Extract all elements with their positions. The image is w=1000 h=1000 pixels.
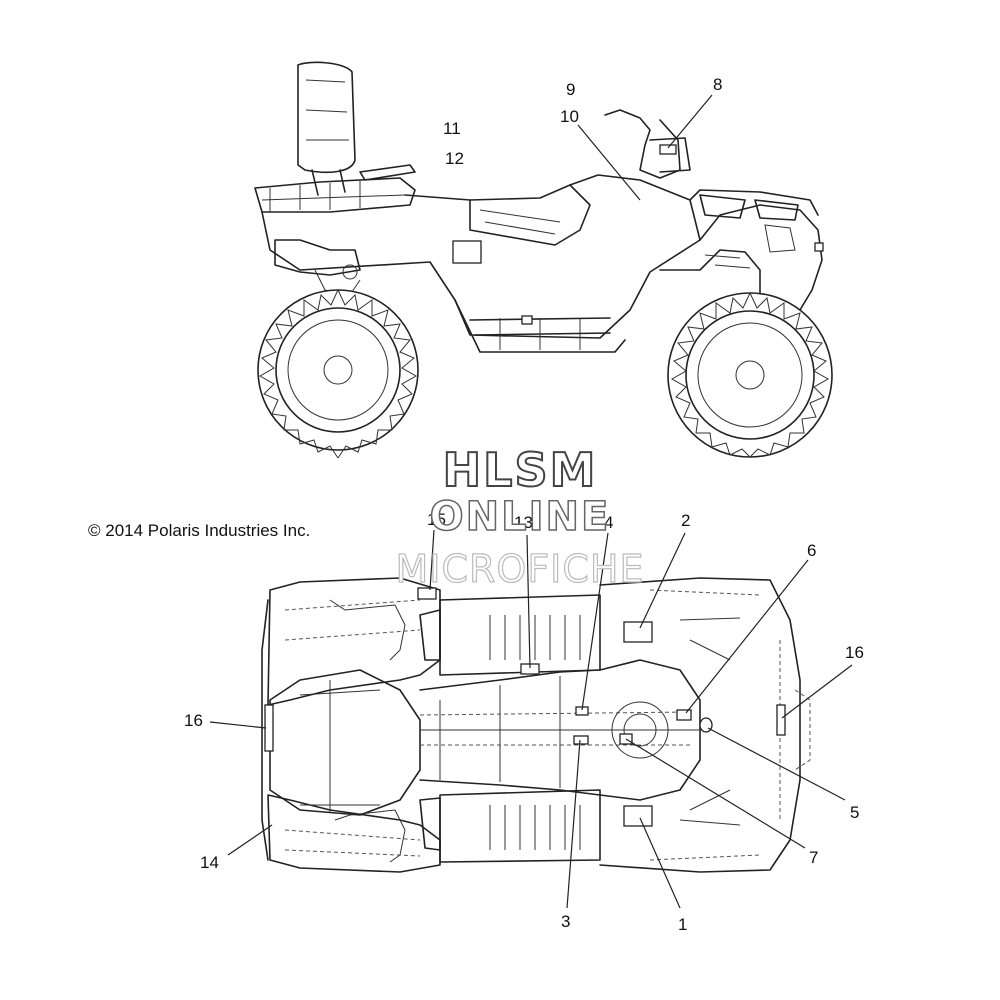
watermark-online: ONLINE — [430, 494, 611, 540]
callout-16-left: 16 — [184, 711, 203, 730]
callout-4: 4 — [604, 513, 613, 532]
callout-14: 14 — [200, 853, 219, 872]
callout-5: 5 — [850, 803, 859, 822]
callout-10: 10 — [560, 107, 579, 126]
callout-2: 2 — [681, 511, 690, 530]
callout-16-right: 16 — [845, 643, 864, 662]
callout-6: 6 — [807, 541, 816, 560]
callouts: 8 9 10 11 12 15 13 4 2 6 16 16 5 7 14 3 … — [184, 75, 864, 934]
callout-11: 11 — [443, 119, 461, 138]
decal-5 — [699, 717, 713, 733]
leader-lines — [209, 94, 853, 909]
atv-top-view — [261, 577, 811, 873]
decal-2 — [623, 621, 653, 643]
decal-1 — [623, 805, 653, 827]
callout-3: 3 — [561, 912, 570, 931]
callout-15: 15 — [427, 510, 446, 529]
watermark-hlsm: HLSM — [443, 443, 598, 497]
copyright-notice: © 2014 Polaris Industries Inc. — [88, 521, 310, 540]
callout-7: 7 — [809, 848, 818, 867]
decal-3 — [573, 735, 589, 745]
callout-9: 9 — [566, 80, 575, 99]
watermark-microfiche: MICROFICHE — [395, 547, 644, 591]
callout-12: 12 — [445, 149, 464, 168]
decal-6 — [676, 709, 692, 721]
watermark: HLSM ONLINE MICROFICHE — [395, 442, 644, 592]
decal-16-front — [776, 704, 786, 736]
atv-side-view — [254, 61, 833, 459]
callout-1: 1 — [678, 915, 687, 934]
callout-13: 13 — [514, 513, 533, 532]
callout-8: 8 — [713, 75, 722, 94]
decal-15 — [417, 587, 437, 600]
